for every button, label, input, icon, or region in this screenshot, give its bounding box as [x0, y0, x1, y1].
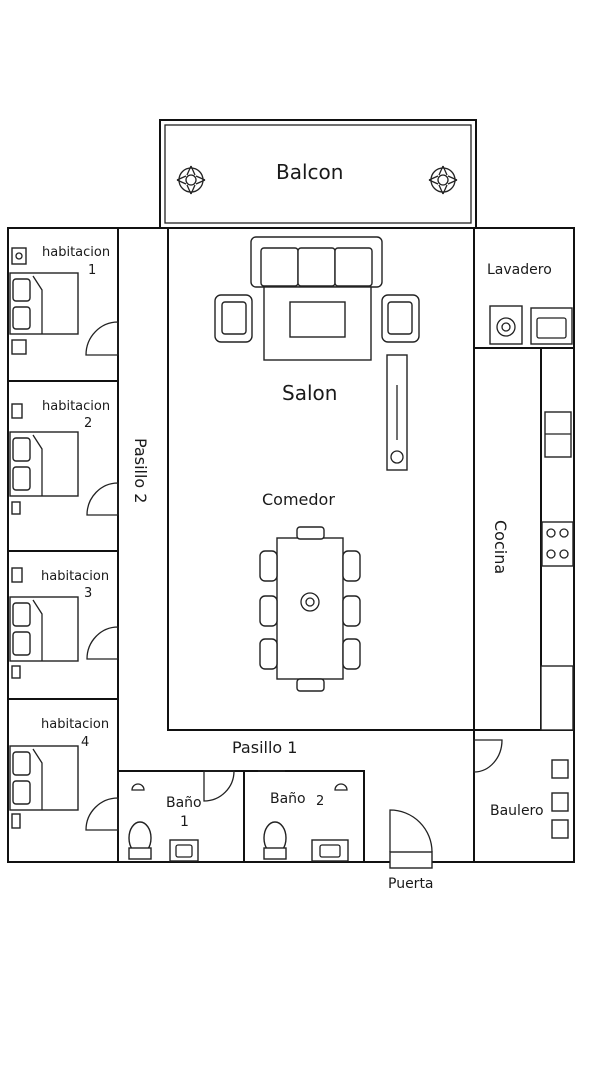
nightstand-icon [11, 247, 27, 829]
storage-label: Baulero [490, 803, 544, 819]
kitchen-label: Cocina [491, 520, 510, 575]
bed-icon [9, 596, 79, 662]
hallway-1-label: Pasillo 1 [232, 738, 298, 757]
bed-icon [9, 272, 79, 335]
washing-machine-icon [489, 305, 523, 345]
bedroom-number: 3 [84, 586, 93, 601]
door-icon [85, 321, 119, 831]
sofa-icon [250, 236, 383, 288]
storage-shelves [551, 759, 569, 839]
sink-icon [311, 839, 349, 862]
sink-icon [169, 839, 199, 862]
plant-icon [176, 165, 206, 195]
bed-icon [9, 745, 79, 811]
armchair-icon [214, 294, 253, 343]
dining-table [259, 526, 361, 692]
armchair-icon [381, 294, 420, 343]
bathroom-number: 2 [316, 794, 325, 809]
toilet-icon [128, 821, 152, 860]
balcony-label: Balcon [276, 160, 344, 184]
bedroom-label: habitacion [42, 245, 111, 260]
toilet-icon [263, 821, 287, 860]
coffee-table [289, 301, 346, 338]
laundry-sink-icon [530, 307, 573, 345]
plant-icon [428, 165, 458, 195]
entrance-label: Puerta [388, 876, 434, 892]
entrance-door [389, 809, 433, 869]
bedroom-label: habitacion [41, 717, 110, 732]
bathroom-label: Baño [166, 795, 202, 811]
bed-icon [9, 431, 79, 497]
bedroom-label: habitacion [41, 569, 110, 584]
bedroom-label: habitacion [42, 399, 111, 414]
tv-cabinet [386, 354, 408, 471]
kitchen-counter [540, 348, 574, 731]
bedroom-number: 2 [84, 416, 93, 431]
door-icon [473, 739, 503, 773]
bathroom-label: Baño [270, 791, 306, 807]
bathroom-number: 1 [180, 814, 189, 830]
hallway-2-label: Pasillo 2 [131, 438, 150, 504]
door-icon [203, 770, 285, 802]
bedroom-number: 4 [81, 735, 90, 750]
living-room-label: Salon [282, 381, 338, 405]
dining-room-label: Comedor [262, 490, 335, 509]
salon-comedor-room [167, 227, 475, 731]
laundry-label: Lavadero [487, 262, 552, 278]
shower-icon [131, 783, 348, 791]
bedroom-number: 1 [88, 263, 97, 278]
